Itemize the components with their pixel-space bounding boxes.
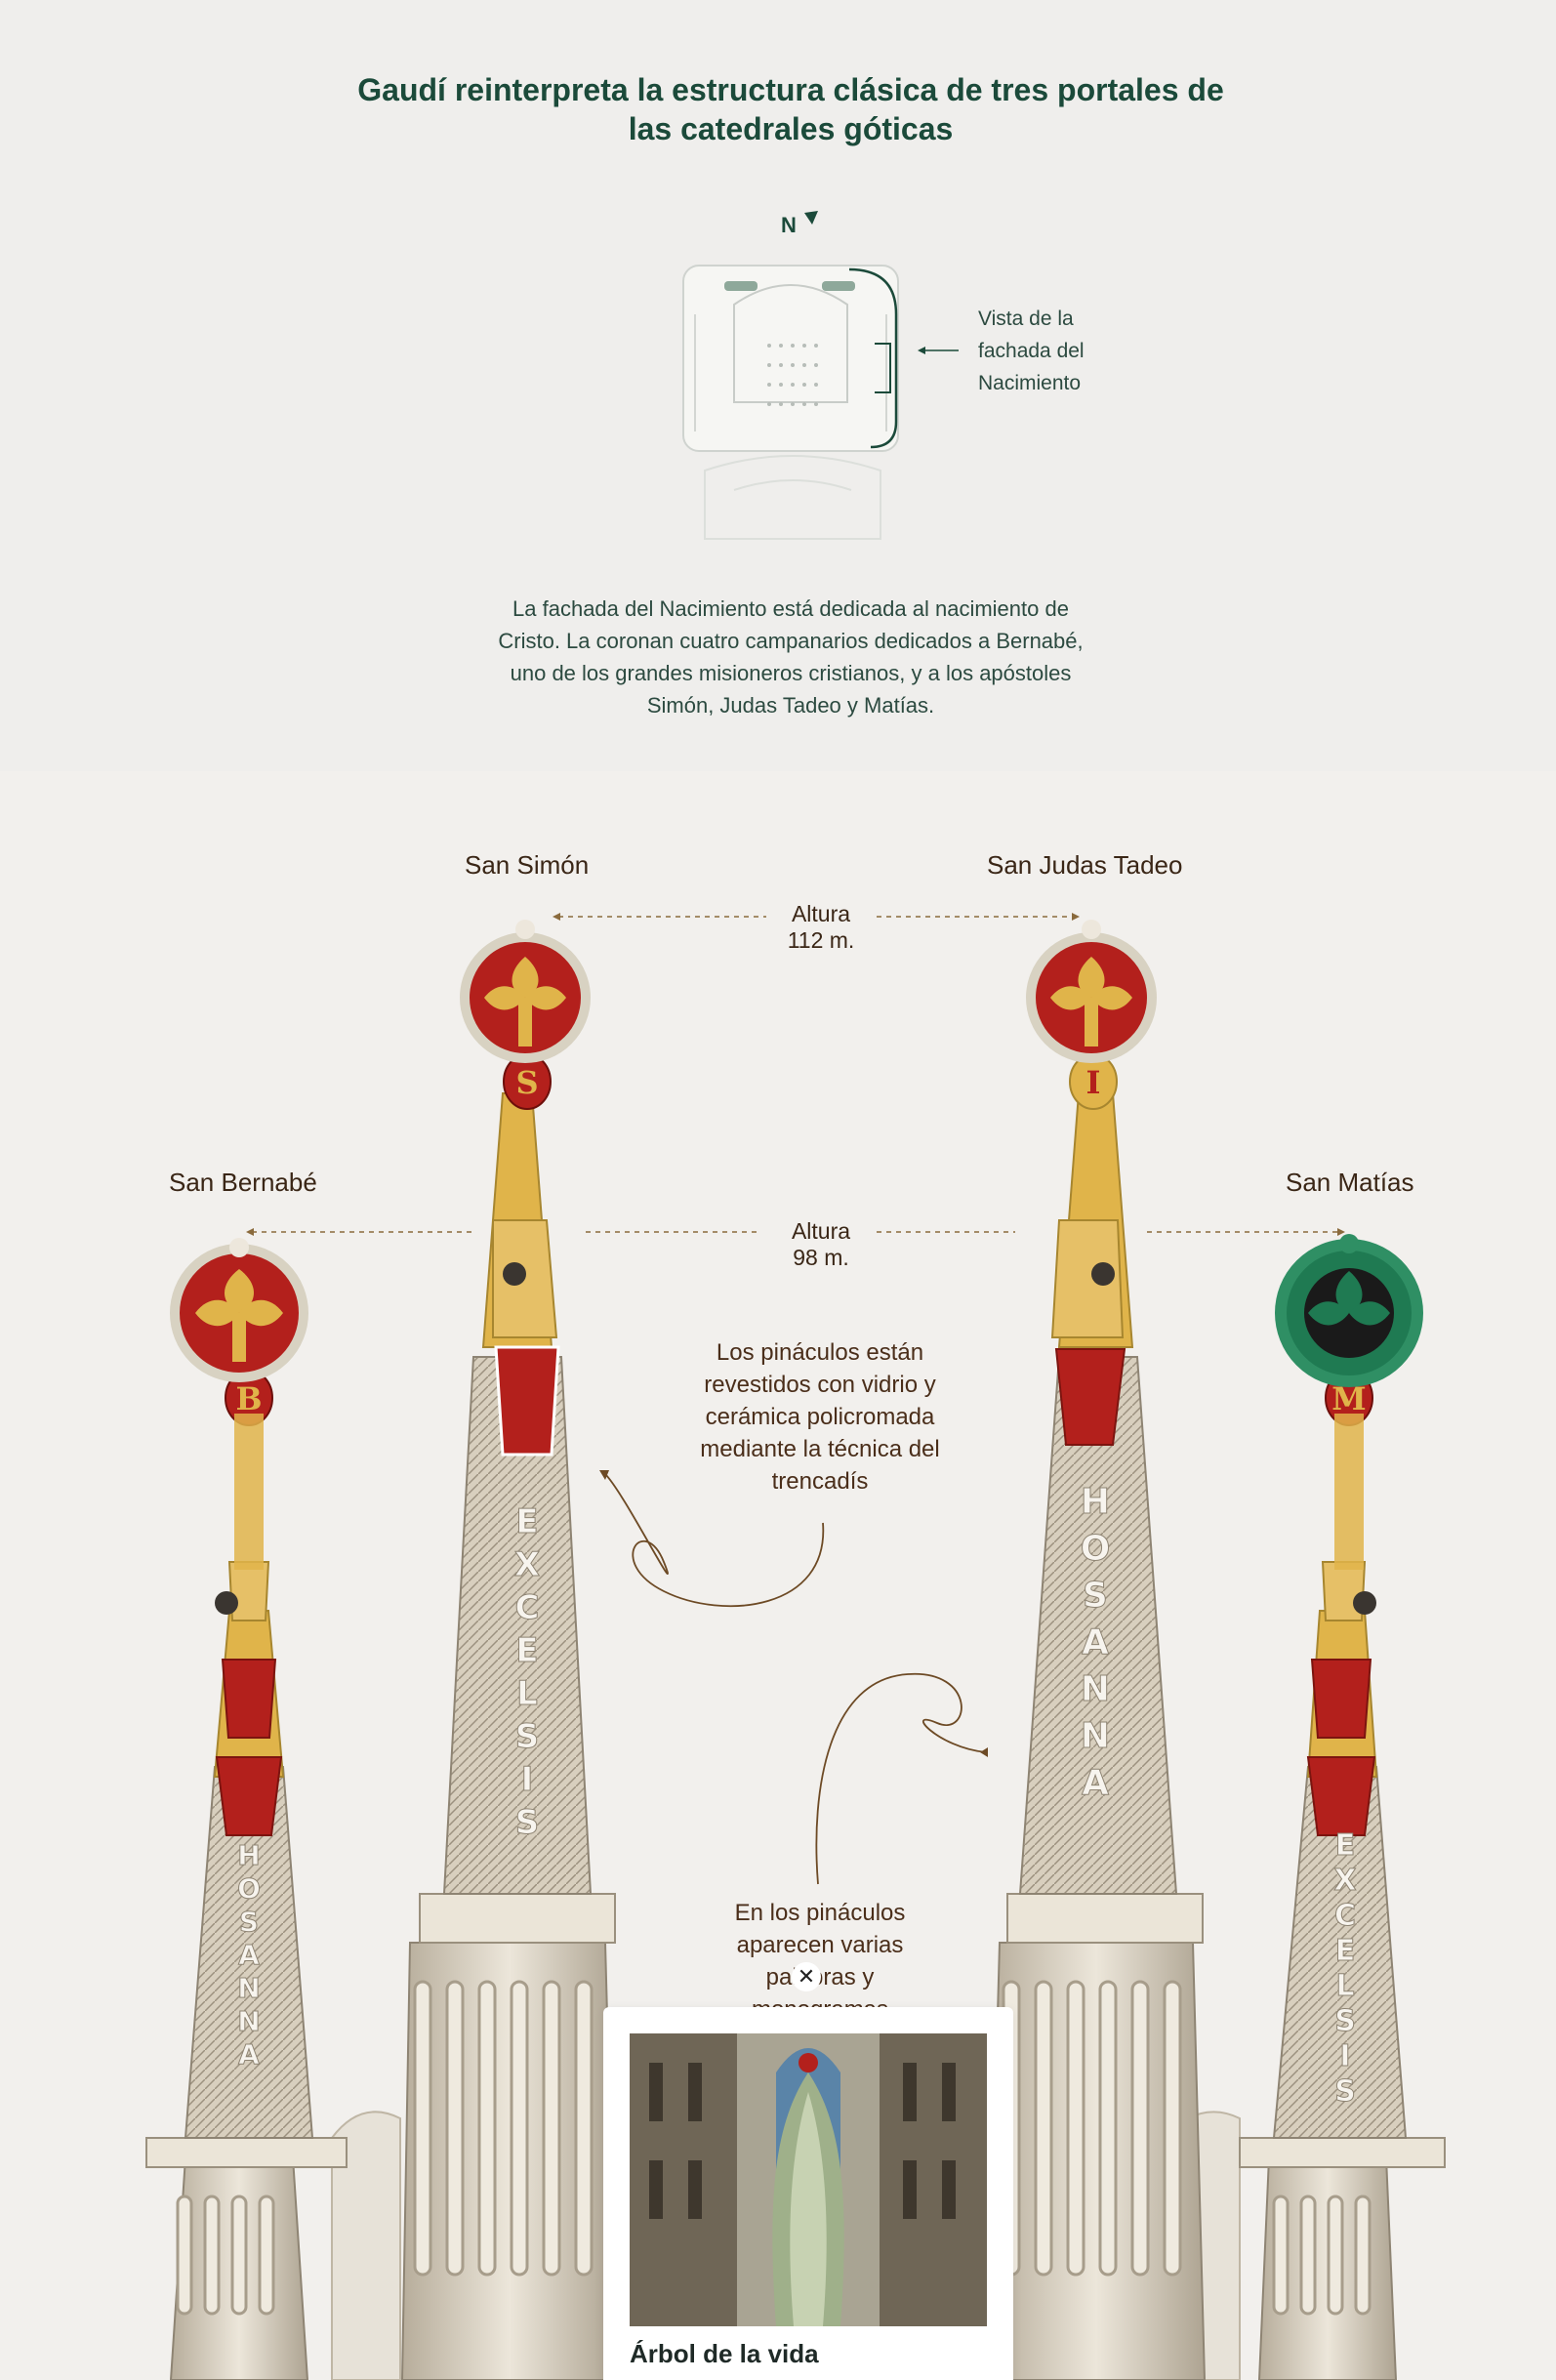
arrow-left-icon bbox=[918, 347, 959, 354]
spire-letter: S bbox=[1083, 1576, 1108, 1616]
spire-letter: E bbox=[1335, 1828, 1356, 1863]
crown-letter: B bbox=[235, 1380, 262, 1417]
spire-letter: S bbox=[515, 1717, 540, 1756]
crown-letter: M bbox=[1331, 1380, 1366, 1417]
annotation-palabras: En los pináculos aparecen varias palabra… bbox=[734, 1900, 906, 2016]
north-arrow-icon bbox=[804, 211, 818, 225]
annotation-trencadis: Los pináculos están revestidos con vidri… bbox=[700, 1339, 940, 1495]
spire-letter: A bbox=[1082, 1763, 1109, 1803]
height-label-112: Altura 112 m. bbox=[787, 901, 855, 953]
spire-letter: A bbox=[238, 1939, 260, 1971]
crown-letter: S bbox=[515, 1064, 538, 1101]
height-guides bbox=[252, 916, 1339, 1233]
spire-letter: S bbox=[1334, 2074, 1356, 2109]
spire-letter: C bbox=[1334, 1899, 1356, 1933]
compass-north: N bbox=[781, 211, 818, 238]
spire-simon bbox=[400, 920, 619, 2380]
spire-letter: S bbox=[239, 1906, 259, 1938]
spire-letter: X bbox=[514, 1545, 540, 1584]
page-title: Gaudí reinterpreta la estructura clásica… bbox=[357, 72, 1224, 146]
arbol-de-la-vida-popup: Árbol de la vida bbox=[603, 2007, 1013, 2380]
intro-paragraph: La fachada del Nacimiento está dedicada … bbox=[498, 596, 1084, 718]
height-label-98: Altura 98 m. bbox=[791, 1218, 851, 1270]
spire-letter: O bbox=[237, 1872, 261, 1905]
spire-letter: X bbox=[1333, 1864, 1356, 1898]
floor-plan-map bbox=[682, 265, 899, 540]
tower-label-simon: San Simón bbox=[465, 850, 590, 880]
spire-letter: N bbox=[1081, 1669, 1110, 1709]
spire-letter: L bbox=[516, 1674, 538, 1713]
spire-letter: H bbox=[1081, 1482, 1110, 1522]
spire-letter: N bbox=[1081, 1716, 1110, 1756]
spire-letter: L bbox=[1335, 1969, 1354, 2003]
spire-letter: S bbox=[1334, 2004, 1356, 2038]
close-popup-button[interactable]: ✕ bbox=[792, 1962, 821, 1991]
arbol-de-la-vida-photo bbox=[630, 2033, 987, 2326]
spire-letter: A bbox=[238, 2038, 260, 2071]
spire-letter: S bbox=[515, 1803, 540, 1842]
tower-label-matias: San Matías bbox=[1286, 1168, 1414, 1197]
tower-label-judas: San Judas Tadeo bbox=[987, 850, 1183, 880]
tower-label-bernabe: San Bernabé bbox=[169, 1168, 317, 1197]
spire-letter: C bbox=[515, 1588, 540, 1627]
spire-letter: O bbox=[1081, 1529, 1111, 1569]
spire-letter: H bbox=[237, 1839, 260, 1871]
spire-matias bbox=[1239, 1234, 1446, 2380]
spire-letter: I bbox=[521, 1760, 534, 1799]
spire-bernabe bbox=[145, 1238, 348, 2380]
spire-letter: E bbox=[515, 1502, 538, 1541]
spire-letter: N bbox=[237, 2005, 260, 2037]
spire-letter: A bbox=[1082, 1622, 1109, 1662]
crown-letter: I bbox=[1086, 1064, 1101, 1101]
close-icon: ✕ bbox=[797, 1964, 816, 1989]
spire-letter: E bbox=[515, 1631, 538, 1670]
spire-letter: N bbox=[237, 1972, 260, 2004]
spire-letter: I bbox=[1339, 2039, 1350, 2073]
spire-letter: E bbox=[1335, 1934, 1356, 1968]
facade-view-label: Vista de la fachada del Nacimiento bbox=[978, 308, 1085, 394]
popup-title: Árbol de la vida bbox=[630, 2339, 819, 2368]
